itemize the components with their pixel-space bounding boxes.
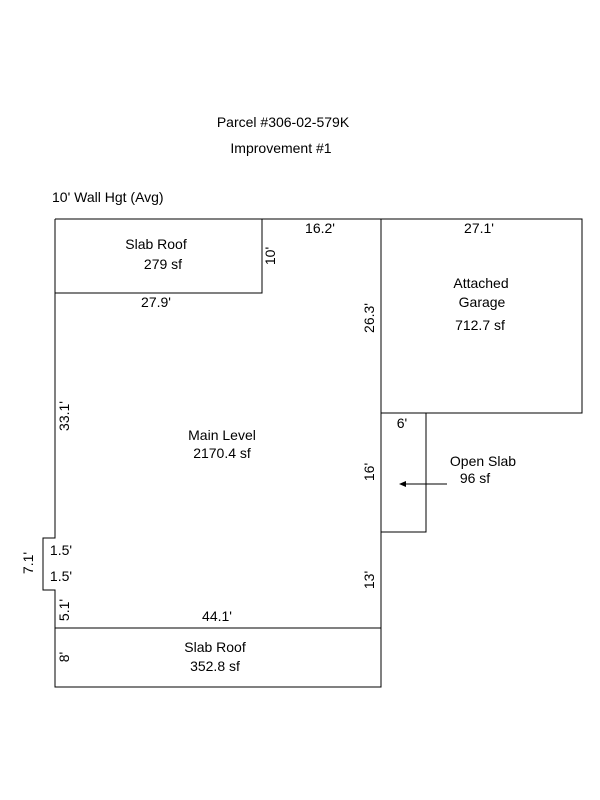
dim-27-1: 27.1' bbox=[464, 220, 494, 236]
dim-1-5-a: 1.5' bbox=[50, 542, 72, 558]
slab-roof-top-outline bbox=[55, 219, 263, 294]
open-slab-arrow-head bbox=[399, 481, 406, 487]
dim-6: 6' bbox=[397, 415, 407, 431]
garage-area: 712.7 sf bbox=[455, 317, 505, 333]
dim-13: 13' bbox=[361, 571, 377, 589]
dim-44-1: 44.1' bbox=[202, 608, 232, 624]
main-level-name: Main Level bbox=[188, 427, 256, 443]
wall-height-label: 10' Wall Hgt (Avg) bbox=[52, 189, 164, 205]
garage-name-1: Attached bbox=[453, 275, 508, 291]
garage-name-2: Garage bbox=[459, 294, 506, 310]
open-slab-outline bbox=[381, 412, 427, 533]
parcel-label: Parcel #306-02-579K bbox=[217, 114, 350, 130]
dim-27-9: 27.9' bbox=[141, 294, 171, 310]
main-level-area: 2170.4 sf bbox=[193, 445, 251, 461]
main-outline bbox=[42, 218, 382, 629]
slab-roof-top-area: 279 sf bbox=[144, 256, 182, 272]
open-slab-area: 96 sf bbox=[460, 470, 490, 486]
improvement-label: Improvement #1 bbox=[230, 140, 331, 156]
dim-16: 16' bbox=[361, 463, 377, 481]
dim-8: 8' bbox=[56, 652, 72, 662]
garage-outline bbox=[381, 218, 583, 414]
dim-16-2: 16.2' bbox=[305, 220, 335, 236]
dim-7-1: 7.1' bbox=[20, 552, 36, 574]
slab-roof-bottom-name: Slab Roof bbox=[184, 639, 246, 655]
dim-10: 10' bbox=[262, 247, 278, 265]
slab-roof-top-name: Slab Roof bbox=[125, 236, 187, 252]
dim-5-1: 5.1' bbox=[56, 599, 72, 621]
slab-roof-bottom-outline bbox=[54, 628, 382, 688]
dim-26-3: 26.3' bbox=[361, 303, 377, 333]
slab-roof-bottom-area: 352.8 sf bbox=[190, 658, 240, 674]
open-slab-name: Open Slab bbox=[450, 453, 516, 469]
dim-33-1: 33.1' bbox=[56, 401, 72, 431]
dim-1-5-b: 1.5' bbox=[50, 568, 72, 584]
